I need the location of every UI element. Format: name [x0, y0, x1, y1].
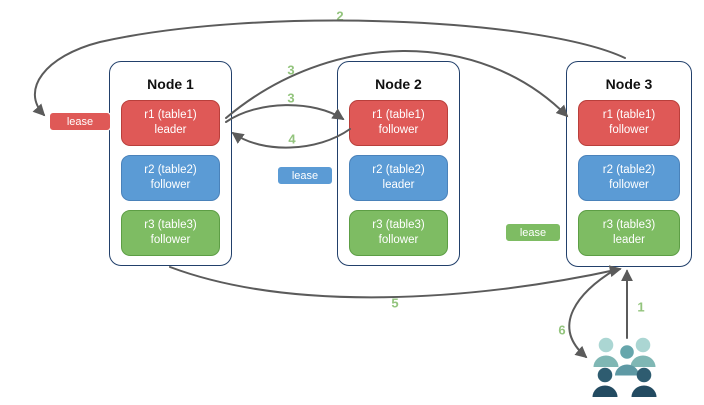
node-3: Node 3 r1 (table1) follower r2 (table2) …	[566, 61, 692, 267]
lease-badge-table1: lease	[49, 112, 111, 131]
step-label-2: 2	[336, 8, 344, 24]
step-label-3b: 3	[287, 90, 295, 106]
arrow-step-3-to-node2	[225, 104, 345, 123]
replica-label: r1 (table1)	[372, 109, 425, 121]
users-group-icon	[592, 337, 657, 397]
replica-label: r2 (table2)	[372, 164, 425, 176]
replica-label: r2 (table2)	[144, 164, 197, 176]
node-3-title: Node 3	[605, 76, 653, 92]
replica-role: follower	[609, 179, 649, 191]
node-1-replica-r3: r3 (table3) follower	[121, 210, 220, 256]
step-label-3a: 3	[287, 62, 295, 78]
node-3-replica-r2: r2 (table2) follower	[578, 155, 680, 201]
step-label-4: 4	[288, 131, 296, 147]
lease-badge-table3: lease	[505, 223, 561, 242]
lease-badge-table2: lease	[277, 166, 333, 185]
replica-role: follower	[150, 179, 191, 191]
node-2-title: Node 2	[375, 76, 422, 92]
node-2-replica-r3: r3 (table3) follower	[349, 210, 448, 256]
replica-label: r1 (table1)	[602, 109, 656, 121]
replica-role: follower	[609, 124, 649, 136]
replica-role: follower	[378, 234, 419, 246]
replica-label: r1 (table1)	[144, 109, 197, 121]
replica-role: follower	[150, 234, 191, 246]
node-3-replica-r3: r3 (table3) leader	[578, 210, 680, 256]
replica-role: follower	[378, 124, 419, 136]
node-2-replica-r1: r1 (table1) follower	[349, 100, 448, 146]
replica-label: r3 (table3)	[144, 219, 197, 231]
node-1-replica-r1: r1 (table1) leader	[121, 100, 220, 146]
replica-label: r2 (table2)	[602, 164, 656, 176]
replica-label: r3 (table3)	[602, 219, 656, 231]
node-1: Node 1 r1 (table1) leader r2 (table2) fo…	[109, 61, 232, 266]
step-label-6: 6	[558, 322, 566, 338]
node-1-replica-r2: r2 (table2) follower	[121, 155, 220, 201]
node-3-replica-r1: r1 (table1) follower	[578, 100, 680, 146]
replica-label: r3 (table3)	[372, 219, 425, 231]
replica-role: leader	[154, 124, 187, 136]
step-label-5: 5	[391, 295, 399, 311]
replica-role: leader	[382, 179, 415, 191]
node-2-replica-r2: r2 (table2) leader	[349, 155, 448, 201]
step-label-1: 1	[637, 299, 645, 315]
node-2: Node 2 r1 (table1) follower r2 (table2) …	[337, 61, 460, 266]
node-1-title: Node 1	[147, 76, 194, 92]
arrow-step-6	[568, 268, 617, 359]
arrow-step-5	[169, 265, 622, 299]
replica-role: leader	[613, 234, 645, 246]
